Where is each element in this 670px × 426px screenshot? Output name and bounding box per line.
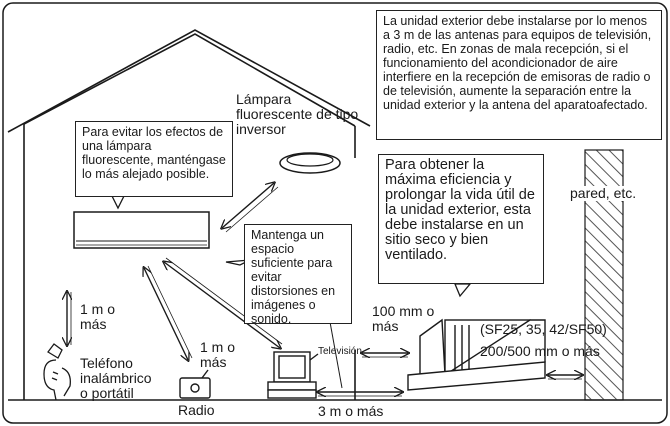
dist-1m-radio-label: 1 m o más	[200, 339, 236, 370]
note-efficiency: Para obtener la máxima eficiencia y prol…	[378, 154, 544, 284]
phone-label: Teléfono inalámbrico o portátil	[80, 355, 152, 401]
dist-3m-label: 3 m o más	[318, 403, 384, 419]
note-fluorescent-lamp-text: Para evitar los efectos de una lámpara f…	[82, 125, 226, 181]
lamp-label: Lámpara fluorescente de tipo inversor	[236, 91, 359, 137]
tv-label: Televisión	[318, 346, 362, 357]
dist-100mm-label: 100 mm o más	[372, 303, 435, 334]
models-label: (SF25, 35, 42/SF50)	[480, 321, 607, 337]
note-efficiency-text: Para obtener la máxima eficiencia y prol…	[385, 157, 535, 263]
phone-user-icon	[43, 343, 71, 401]
note-outdoor-antenna-text: La unidad exterior debe instalarse por l…	[383, 14, 652, 112]
dist-1m-phone-label: 1 m o más	[80, 301, 116, 332]
television-icon	[267, 351, 319, 399]
outdoor-unit-icon	[407, 318, 546, 391]
note-space: Mantenga un espacio suficiente para evit…	[244, 224, 352, 326]
radio-icon	[179, 369, 211, 399]
indoor-unit-icon	[73, 211, 210, 249]
wall-label: pared, etc.	[570, 186, 662, 201]
note-outdoor-antenna: La unidad exterior debe instalarse por l…	[376, 10, 662, 140]
radio-label: Radio	[178, 402, 215, 418]
house-outline	[7, 29, 371, 400]
note-fluorescent-lamp: Para evitar los efectos de una lámpara f…	[75, 121, 233, 197]
double-arrow-icon	[67, 183, 582, 396]
note-space-text: Mantenga un espacio suficiente para evit…	[251, 228, 336, 326]
fluorescent-lamp-icon	[279, 152, 341, 174]
dist-200-500-label: 200/500 mm o más	[480, 343, 600, 359]
